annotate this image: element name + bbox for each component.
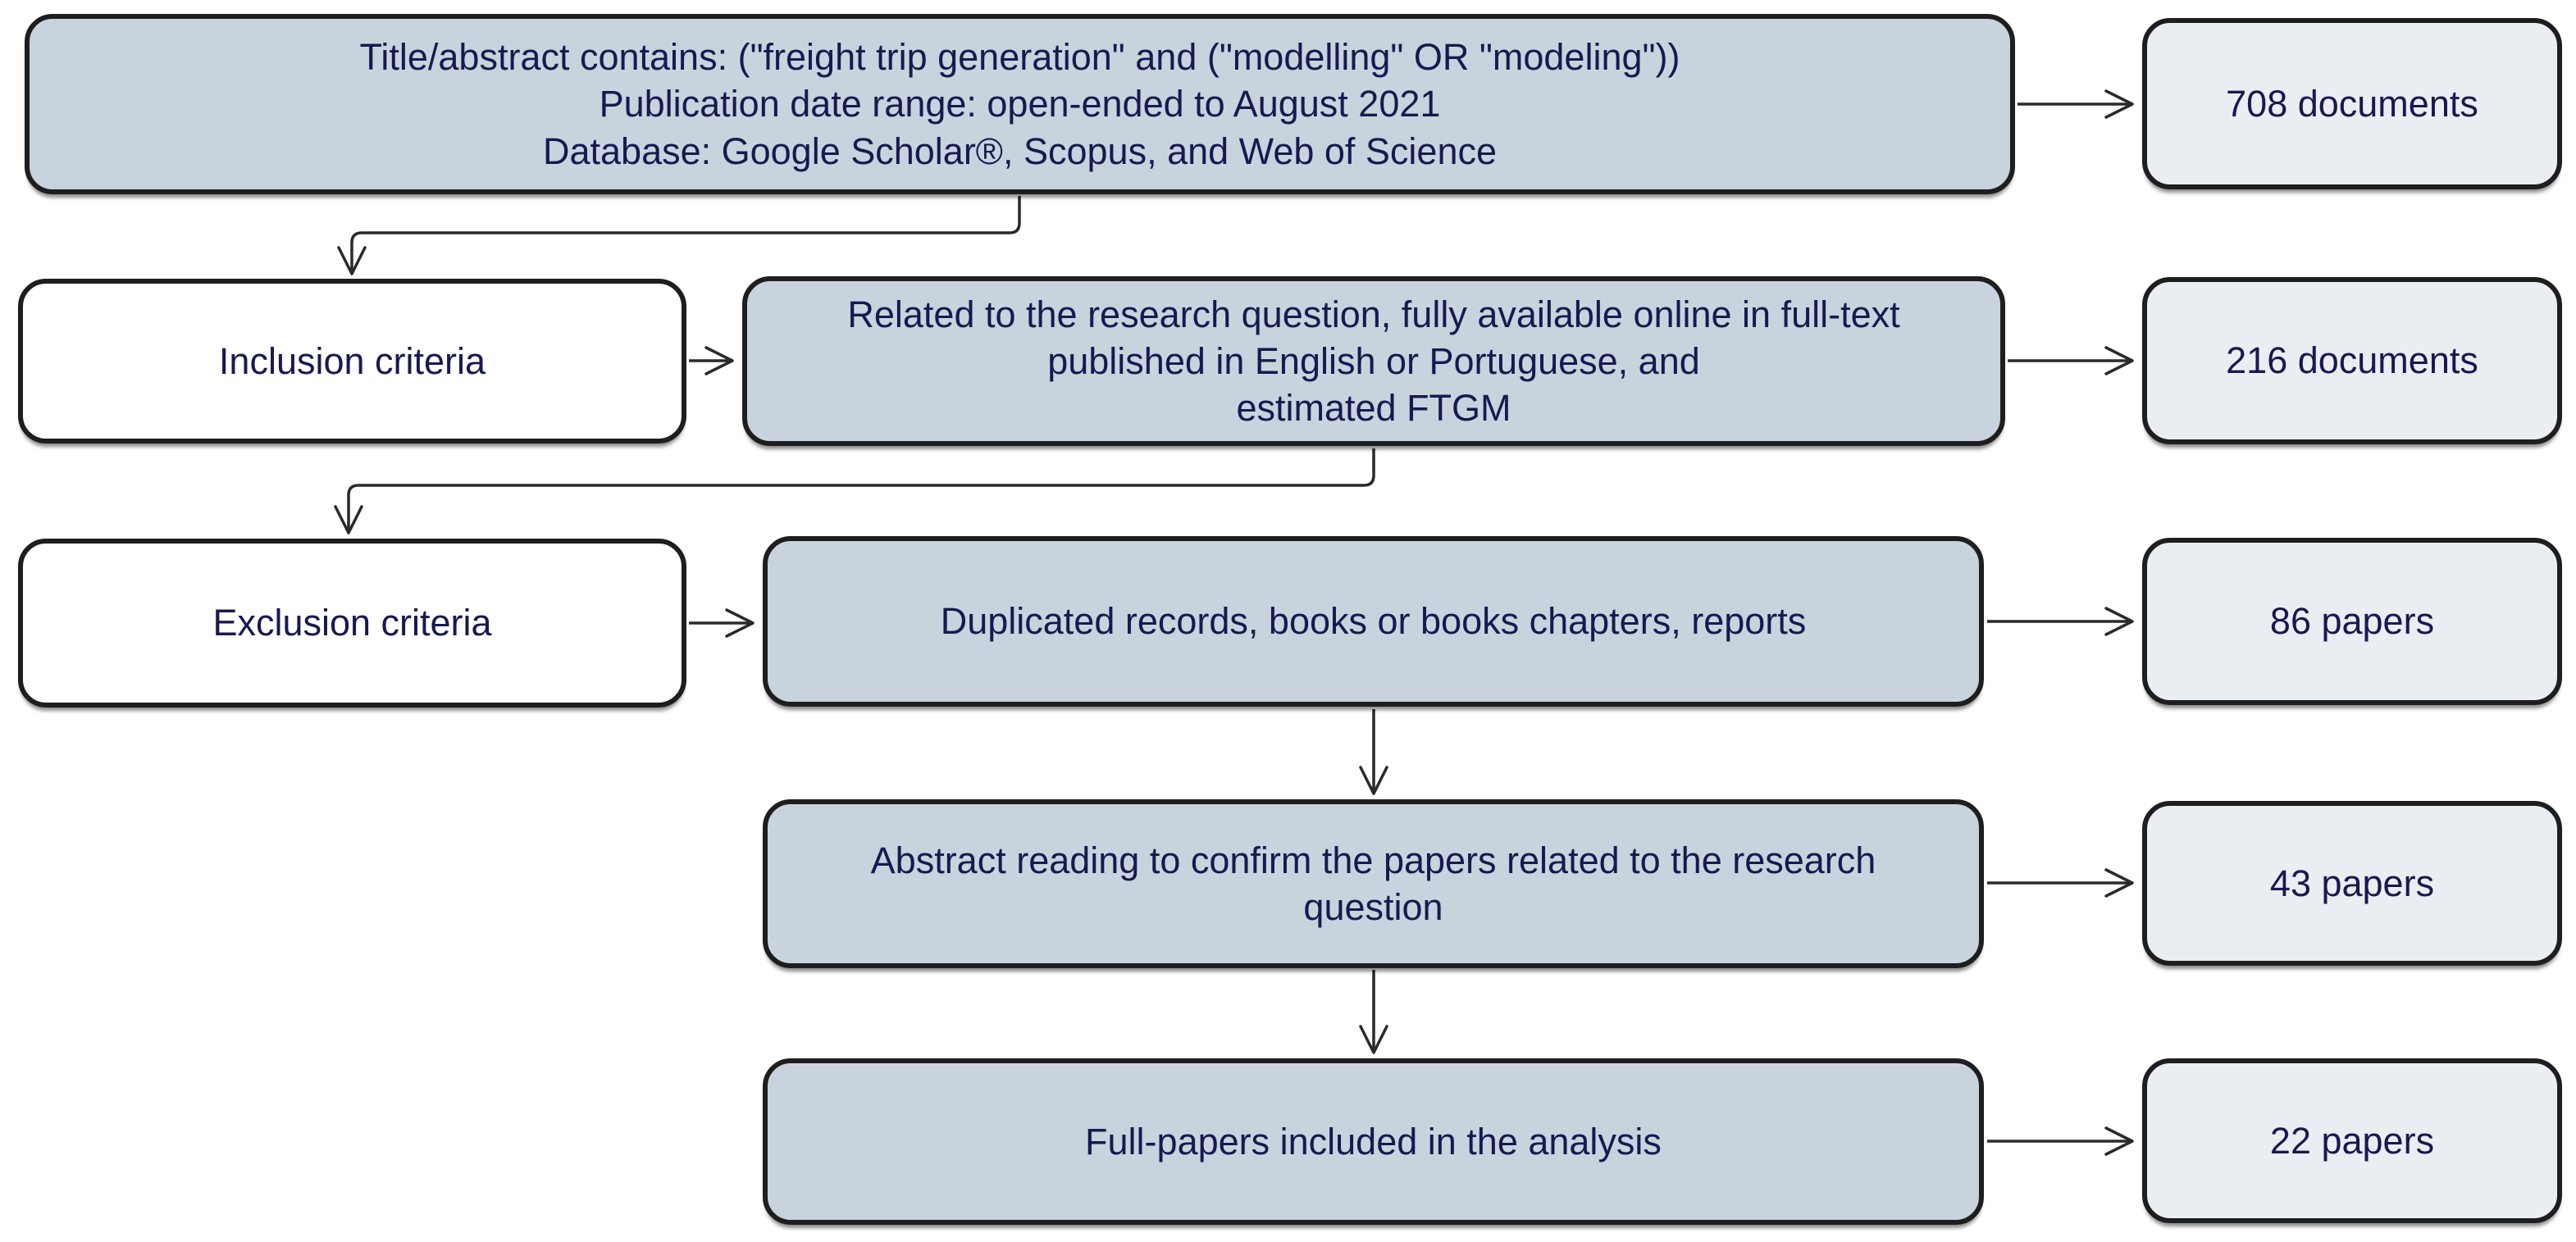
arrow-search-to-inclusion	[337, 196, 1021, 275]
inclusion-criteria-box: Related to the research question, fully …	[742, 276, 2005, 446]
full-papers-result-text: 22 papers	[2269, 1119, 2435, 1162]
arrow-inclusion-to-exclusion	[334, 448, 1375, 535]
exclusion-criteria-label: Exclusion criteria	[212, 602, 492, 644]
inclusion-criteria-label-box: Inclusion criteria	[18, 279, 686, 444]
inclusion-result-text: 216 documents	[2226, 339, 2478, 382]
full-papers-box: Full-papers included in the analysis	[763, 1058, 1984, 1225]
exclusion-criteria-label-box: Exclusion criteria	[18, 539, 686, 707]
full-papers-result-box: 22 papers	[2142, 1058, 2562, 1223]
exclusion-result-box: 86 papers	[2142, 538, 2562, 705]
search-result-text: 708 documents	[2226, 82, 2478, 125]
search-result-box: 708 documents	[2142, 18, 2562, 189]
exclusion-criteria-box: Duplicated records, books or books chapt…	[763, 536, 1984, 707]
abstract-reading-text: Abstract reading to confirm the papers r…	[870, 839, 1876, 928]
search-query-box: Title/abstract contains: ("freight trip …	[25, 14, 2015, 194]
inclusion-criteria-label: Inclusion criteria	[218, 339, 486, 382]
inclusion-result-box: 216 documents	[2142, 277, 2562, 444]
exclusion-result-text: 86 papers	[2269, 600, 2435, 643]
exclusion-criteria-text: Duplicated records, books or books chapt…	[940, 600, 1807, 643]
abstract-reading-box: Abstract reading to confirm the papers r…	[763, 799, 1984, 968]
abstract-result-text: 43 papers	[2269, 862, 2435, 904]
full-papers-text: Full-papers included in the analysis	[1085, 1120, 1662, 1162]
abstract-result-box: 43 papers	[2142, 801, 2562, 966]
search-query-text: Title/abstract contains: ("freight trip …	[359, 36, 1680, 172]
inclusion-criteria-text: Related to the research question, fully …	[847, 293, 1900, 430]
